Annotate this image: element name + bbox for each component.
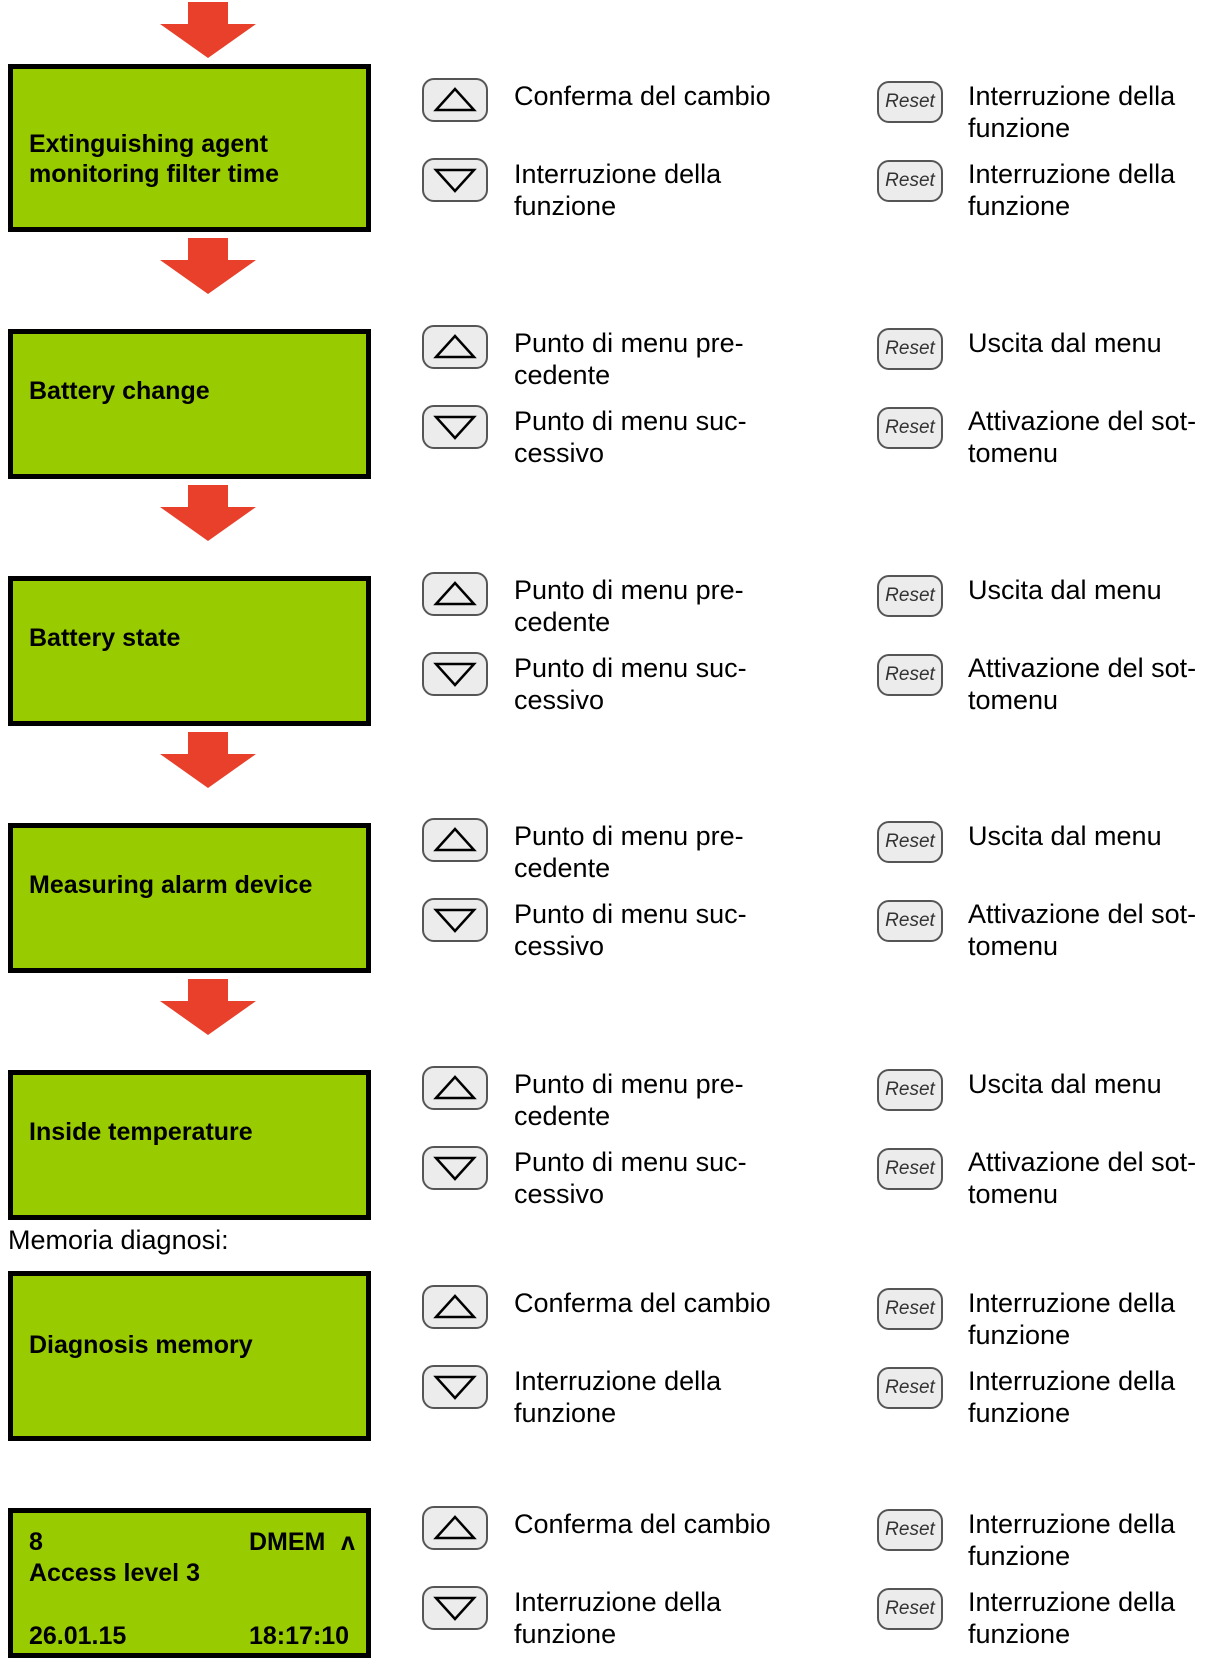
down-button[interactable] [422, 898, 488, 942]
reset-description: Interruzione della funzione [968, 1288, 1176, 1350]
down-description: Interruzione della funzione [514, 1366, 722, 1428]
up-description: Punto di menu pre-cedente [514, 328, 744, 390]
entry-time: 18:17:10 [249, 1622, 350, 1650]
reset-button[interactable]: Reset [877, 1588, 943, 1630]
up-description: Conferma del cambio [514, 81, 771, 111]
down-arrow-icon [160, 979, 256, 1035]
reset-button[interactable]: Reset [877, 654, 943, 696]
reset-button[interactable]: Reset [877, 1288, 943, 1330]
reset-button[interactable]: Reset [877, 160, 943, 202]
up-description: Punto di menu pre-cedente [514, 1069, 744, 1131]
reset-description: Interruzione della funzione [968, 159, 1176, 221]
reset-description: Attivazione del sot-tomenu [968, 1147, 1197, 1209]
reset-button[interactable]: Reset [877, 1069, 943, 1111]
entry-number: 8 [29, 1528, 43, 1556]
up-button[interactable] [422, 1285, 488, 1329]
down-button[interactable] [422, 1586, 488, 1630]
down-description: Interruzione della funzione [514, 159, 722, 221]
down-description: Punto di menu suc-cessivo [514, 406, 747, 468]
lcd-display: 8 DMEM ʌ Access level 3 26.01.15 18:17:1… [8, 1508, 371, 1658]
lcd-display: Extinguishing agent monitoring filter ti… [8, 64, 371, 232]
display-line: Diagnosis memory [29, 1331, 253, 1359]
reset-button[interactable]: Reset [877, 407, 943, 449]
up-button[interactable] [422, 325, 488, 369]
caret-up-icon: ʌ [341, 1528, 355, 1556]
down-button[interactable] [422, 1146, 488, 1190]
lcd-display: Battery state [8, 576, 371, 726]
display-line: Extinguishing agent [29, 130, 268, 158]
section-note: Memoria diagnosi: [8, 1225, 229, 1255]
reset-description: Interruzione della funzione [968, 1366, 1176, 1428]
up-button[interactable] [422, 818, 488, 862]
reset-button[interactable]: Reset [877, 81, 943, 123]
reset-button[interactable]: Reset [877, 1509, 943, 1551]
up-button[interactable] [422, 78, 488, 122]
down-arrow-icon [160, 732, 256, 788]
reset-description: Uscita dal menu [968, 821, 1162, 851]
down-description: Punto di menu suc-cessivo [514, 1147, 747, 1209]
down-description: Interruzione della funzione [514, 1587, 722, 1649]
display-line: Inside temperature [29, 1118, 253, 1146]
reset-description: Uscita dal menu [968, 328, 1162, 358]
reset-description: Interruzione della funzione [968, 1587, 1176, 1649]
down-description: Punto di menu suc-cessivo [514, 899, 747, 961]
lcd-display: Battery change [8, 329, 371, 479]
reset-button[interactable]: Reset [877, 1367, 943, 1409]
display-line: Battery change [29, 377, 210, 405]
reset-description: Interruzione della funzione [968, 1509, 1176, 1571]
reset-button[interactable]: Reset [877, 900, 943, 942]
down-arrow-icon [160, 2, 256, 58]
up-button[interactable] [422, 1066, 488, 1110]
up-description: Punto di menu pre-cedente [514, 821, 744, 883]
reset-description: Attivazione del sot-tomenu [968, 899, 1197, 961]
reset-description: Uscita dal menu [968, 1069, 1162, 1099]
entry-code: DMEM [249, 1528, 326, 1556]
up-description: Punto di menu pre-cedente [514, 575, 744, 637]
up-button[interactable] [422, 1506, 488, 1550]
reset-button[interactable]: Reset [877, 575, 943, 617]
reset-button[interactable]: Reset [877, 328, 943, 370]
reset-button[interactable]: Reset [877, 1148, 943, 1190]
down-arrow-icon [160, 238, 256, 294]
reset-description: Attivazione del sot-tomenu [968, 653, 1197, 715]
down-arrow-icon [160, 485, 256, 541]
display-line: Measuring alarm device [29, 871, 313, 899]
reset-description: Attivazione del sot-tomenu [968, 406, 1197, 468]
reset-description: Uscita dal menu [968, 575, 1162, 605]
up-button[interactable] [422, 572, 488, 616]
down-button[interactable] [422, 652, 488, 696]
down-button[interactable] [422, 1365, 488, 1409]
up-description: Conferma del cambio [514, 1509, 771, 1539]
access-level: Access level 3 [29, 1559, 200, 1587]
down-button[interactable] [422, 158, 488, 202]
display-line: monitoring filter time [29, 160, 279, 188]
display-line: Battery state [29, 624, 181, 652]
lcd-display: Measuring alarm device [8, 823, 371, 973]
reset-description: Interruzione della funzione [968, 81, 1176, 143]
reset-button[interactable]: Reset [877, 821, 943, 863]
entry-date: 26.01.15 [29, 1622, 127, 1650]
lcd-display: Inside temperature [8, 1070, 371, 1220]
lcd-display: Diagnosis memory [8, 1271, 371, 1441]
up-description: Conferma del cambio [514, 1288, 771, 1318]
down-description: Punto di menu suc-cessivo [514, 653, 747, 715]
down-button[interactable] [422, 405, 488, 449]
